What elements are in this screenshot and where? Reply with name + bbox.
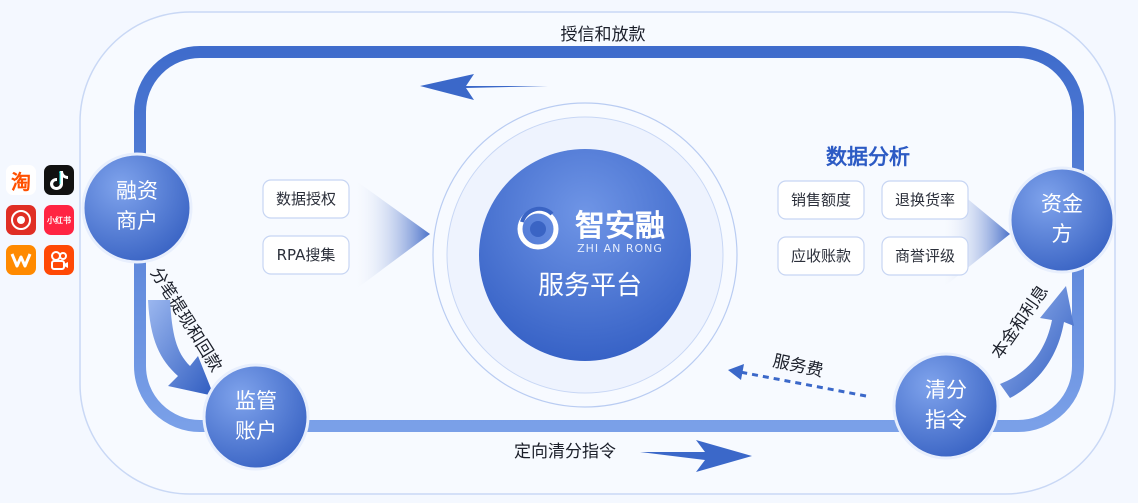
brand-name-en: ZHI AN RONG [577,242,663,255]
svg-text:退换货率: 退换货率 [895,191,955,209]
douyin-icon [44,165,74,195]
svg-text:账户: 账户 [235,419,277,443]
svg-text:指令: 指令 [925,408,967,432]
rpa-collection-box: RPA搜集 [262,235,350,275]
kuaishou-icon [44,245,74,275]
svg-text:监管: 监管 [235,389,277,413]
svg-text:资金: 资金 [1041,192,1083,216]
svg-text:清分: 清分 [925,378,967,402]
analysis-item-reputation: 商誉评级 [881,236,969,276]
pinduoduo-icon [6,205,36,235]
svg-text:RPA搜集: RPA搜集 [277,246,336,264]
xiaohongshu-icon: 小红书 [44,205,74,235]
svg-text:商户: 商户 [116,209,158,233]
center-platform [479,149,691,361]
analysis-title: 数据分析 [826,145,910,169]
arrow-right-icon [640,440,752,472]
node-funder: 资金 方 [1008,166,1116,274]
analysis-item-sales: 销售额度 [777,180,865,220]
weidian-icon [6,245,36,275]
center-ring-outer [432,102,738,408]
arrow-up-right-icon [1000,286,1074,398]
svg-text:应收账款: 应收账款 [791,247,851,265]
arrow-down-right-icon [148,300,214,396]
node-financing-merchant: 融资 商户 [81,152,193,264]
taobao-icon: 淘 [6,165,36,195]
brand-name-cn: 智安融 [575,209,665,244]
brand-logo-icon [517,206,559,250]
analysis-item-receivables: 应收账款 [777,236,865,276]
svg-text:商誉评级: 商誉评级 [895,247,955,265]
svg-text:融资: 融资 [116,179,158,203]
center-subtitle: 服务平台 [538,271,642,301]
arrow-left-icon [420,74,548,100]
node-clearing-instruction: 清分 指令 [892,352,1000,460]
svg-text:数据授权: 数据授权 [276,190,336,208]
analysis-item-return-rate: 退换货率 [881,180,969,220]
svg-text:方: 方 [1052,222,1073,246]
flow-label-top: 授信和放款 [561,25,646,45]
node-supervision-account: 监管 账户 [202,363,310,471]
flow-label-bottom: 定向清分指令 [514,442,616,462]
svg-text:销售额度: 销售额度 [791,191,851,209]
arrow-left-small-icon [728,364,744,380]
left-flow-arrow [352,178,430,292]
data-authorization-box: 数据授权 [262,179,350,219]
